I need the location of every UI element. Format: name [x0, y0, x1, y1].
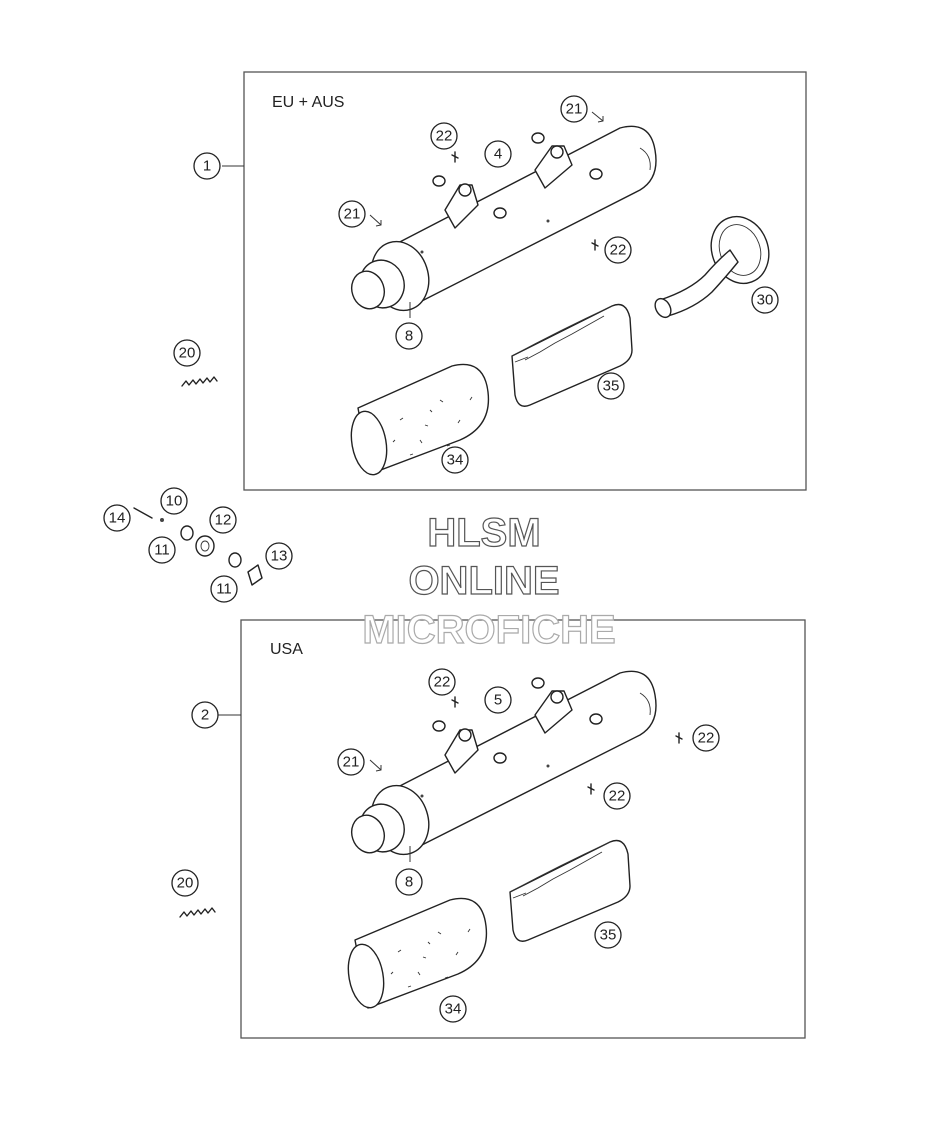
callout-20-top: 20: [173, 339, 201, 367]
callout-22-bottom-b: 22: [692, 724, 720, 752]
spring-20-bottom: [179, 907, 216, 918]
screw-top-a: [451, 151, 459, 163]
svg-text:20: 20: [179, 345, 196, 362]
svg-text:34: 34: [445, 1001, 462, 1018]
svg-text:35: 35: [600, 927, 617, 944]
callout-35-bottom: 35: [594, 921, 622, 949]
callout-11-a: 11: [148, 536, 176, 564]
callout-11-b: 11: [210, 575, 238, 603]
callout-8-bottom: 8: [395, 868, 423, 896]
packing-35-top: [511, 303, 633, 407]
arrow-21-top-right: [591, 111, 604, 123]
spring-20-top: [181, 376, 218, 387]
watermark-line-1: HLSM: [427, 511, 540, 555]
callout-10: 10: [160, 487, 188, 515]
svg-text:4: 4: [494, 146, 502, 163]
svg-text:22: 22: [434, 674, 451, 691]
callout-34-top: 34: [441, 446, 469, 474]
callout-34-bottom: 34: [439, 995, 467, 1023]
callout-21-top-right: 21: [560, 95, 588, 123]
watermark-line-2: ONLINE: [408, 559, 559, 603]
svg-text:5: 5: [494, 692, 502, 709]
svg-text:22: 22: [609, 788, 626, 805]
svg-text:21: 21: [343, 754, 360, 771]
callout-4: 4: [484, 140, 512, 168]
region-label-usa: USA: [270, 641, 303, 658]
svg-text:21: 21: [344, 206, 361, 223]
muffler-usa: [350, 670, 657, 856]
svg-text:34: 34: [447, 452, 464, 469]
callout-22-bottom-c: 22: [603, 782, 631, 810]
svg-text:21: 21: [566, 101, 583, 118]
callout-5: 5: [484, 686, 512, 714]
callout-35-top: 35: [597, 372, 625, 400]
svg-text:11: 11: [154, 542, 170, 559]
callout-30: 30: [751, 286, 779, 314]
callout-14: 14: [103, 504, 131, 532]
svg-text:20: 20: [177, 875, 194, 892]
insulation-34-top: [350, 363, 490, 476]
svg-text:13: 13: [271, 548, 288, 565]
muffler-eu-aus: [350, 125, 657, 312]
svg-text:14: 14: [109, 510, 126, 527]
callout-13: 13: [265, 542, 293, 570]
svg-text:22: 22: [436, 128, 453, 145]
callout-22-top-b: 22: [604, 236, 632, 264]
callout-21-top-left: 21: [338, 200, 366, 228]
callout-21-bottom: 21: [337, 748, 365, 776]
svg-text:22: 22: [610, 242, 627, 259]
callout-22-top-a: 22: [430, 122, 458, 150]
end-cap-30: [654, 215, 770, 319]
screw-bottom-a: [451, 696, 459, 708]
callout-8-top: 8: [395, 322, 423, 350]
insulation-34-bottom: [347, 897, 488, 1009]
svg-text:11: 11: [216, 581, 232, 598]
packing-35-bottom: [509, 839, 631, 942]
screw-bottom-b: [675, 732, 683, 744]
svg-text:12: 12: [215, 512, 232, 529]
watermark-line-3: MICROFICHE: [362, 608, 615, 652]
svg-text:1: 1: [203, 158, 211, 175]
screw-bottom-c: [587, 783, 595, 795]
svg-text:22: 22: [698, 730, 715, 747]
svg-text:8: 8: [405, 874, 413, 891]
svg-text:8: 8: [405, 328, 413, 345]
arrow-21-bottom: [369, 759, 382, 772]
svg-text:10: 10: [166, 493, 183, 510]
svg-text:2: 2: [201, 707, 209, 724]
callout-20-bottom: 20: [171, 869, 199, 897]
callout-22-bottom-a: 22: [428, 668, 456, 696]
eu-aus-frame: [243, 71, 807, 491]
callout-2: 2: [191, 701, 219, 729]
hardware-cluster: [133, 507, 263, 586]
arrow-21-top-left: [369, 214, 382, 227]
usa-frame: [240, 619, 806, 1039]
region-label-eu-aus: EU + AUS: [272, 94, 344, 111]
screw-top-b: [591, 239, 599, 251]
callout-12: 12: [209, 506, 237, 534]
callout-1: 1: [193, 152, 221, 180]
svg-text:30: 30: [757, 292, 774, 309]
svg-text:35: 35: [603, 378, 620, 395]
